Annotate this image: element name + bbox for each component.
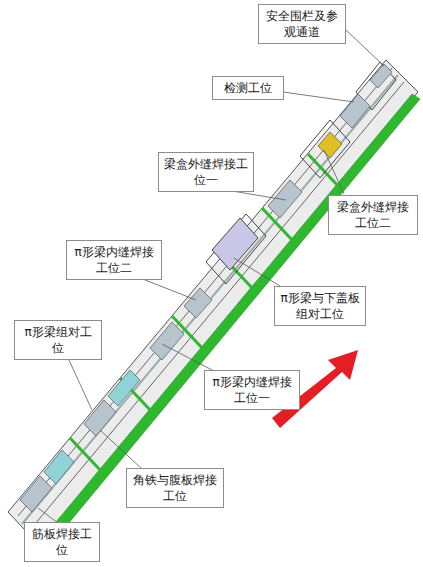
machines xyxy=(20,64,392,512)
station-label-box: 梁盒外缝焊接工位二 xyxy=(328,195,418,235)
station-label-box: π形梁组对工位 xyxy=(14,320,102,360)
station-label: 检测工位 xyxy=(217,80,279,96)
station-label: 安全围栏及参观通道 xyxy=(263,8,341,40)
station-label-box: π形梁与下盖板组对工位 xyxy=(274,286,366,326)
rail xyxy=(30,82,404,530)
station-label: 梁盒外缝焊接工位一 xyxy=(163,156,249,188)
rail xyxy=(22,75,398,524)
station-label: π形梁内缝焊接工位二 xyxy=(71,244,157,276)
station-label: π形梁与下盖板组对工位 xyxy=(279,290,361,322)
station-label: 梁盒外缝焊接工位二 xyxy=(333,199,413,231)
station-label-box: 安全围栏及参观通道 xyxy=(258,4,346,44)
station-label-box: π形梁内缝焊接工位二 xyxy=(66,240,162,280)
station-label-box: 角铁与腹板焊接工位 xyxy=(126,468,224,508)
station-label: 筋板焊接工位 xyxy=(29,526,95,558)
station-label: π形梁内缝焊接工位一 xyxy=(209,374,295,406)
station-label-box: π形梁内缝焊接工位一 xyxy=(204,370,300,410)
leader-lines xyxy=(38,30,384,523)
station-label-box: 检测工位 xyxy=(212,76,284,100)
station-label-box: 梁盒外缝焊接工位一 xyxy=(158,152,254,192)
rail xyxy=(18,68,392,516)
station-label: π形梁组对工位 xyxy=(19,324,97,356)
station-label-box: 筋板焊接工位 xyxy=(24,522,100,562)
line-floor xyxy=(8,60,418,546)
station-label: 角铁与腹板焊接工位 xyxy=(131,472,219,504)
